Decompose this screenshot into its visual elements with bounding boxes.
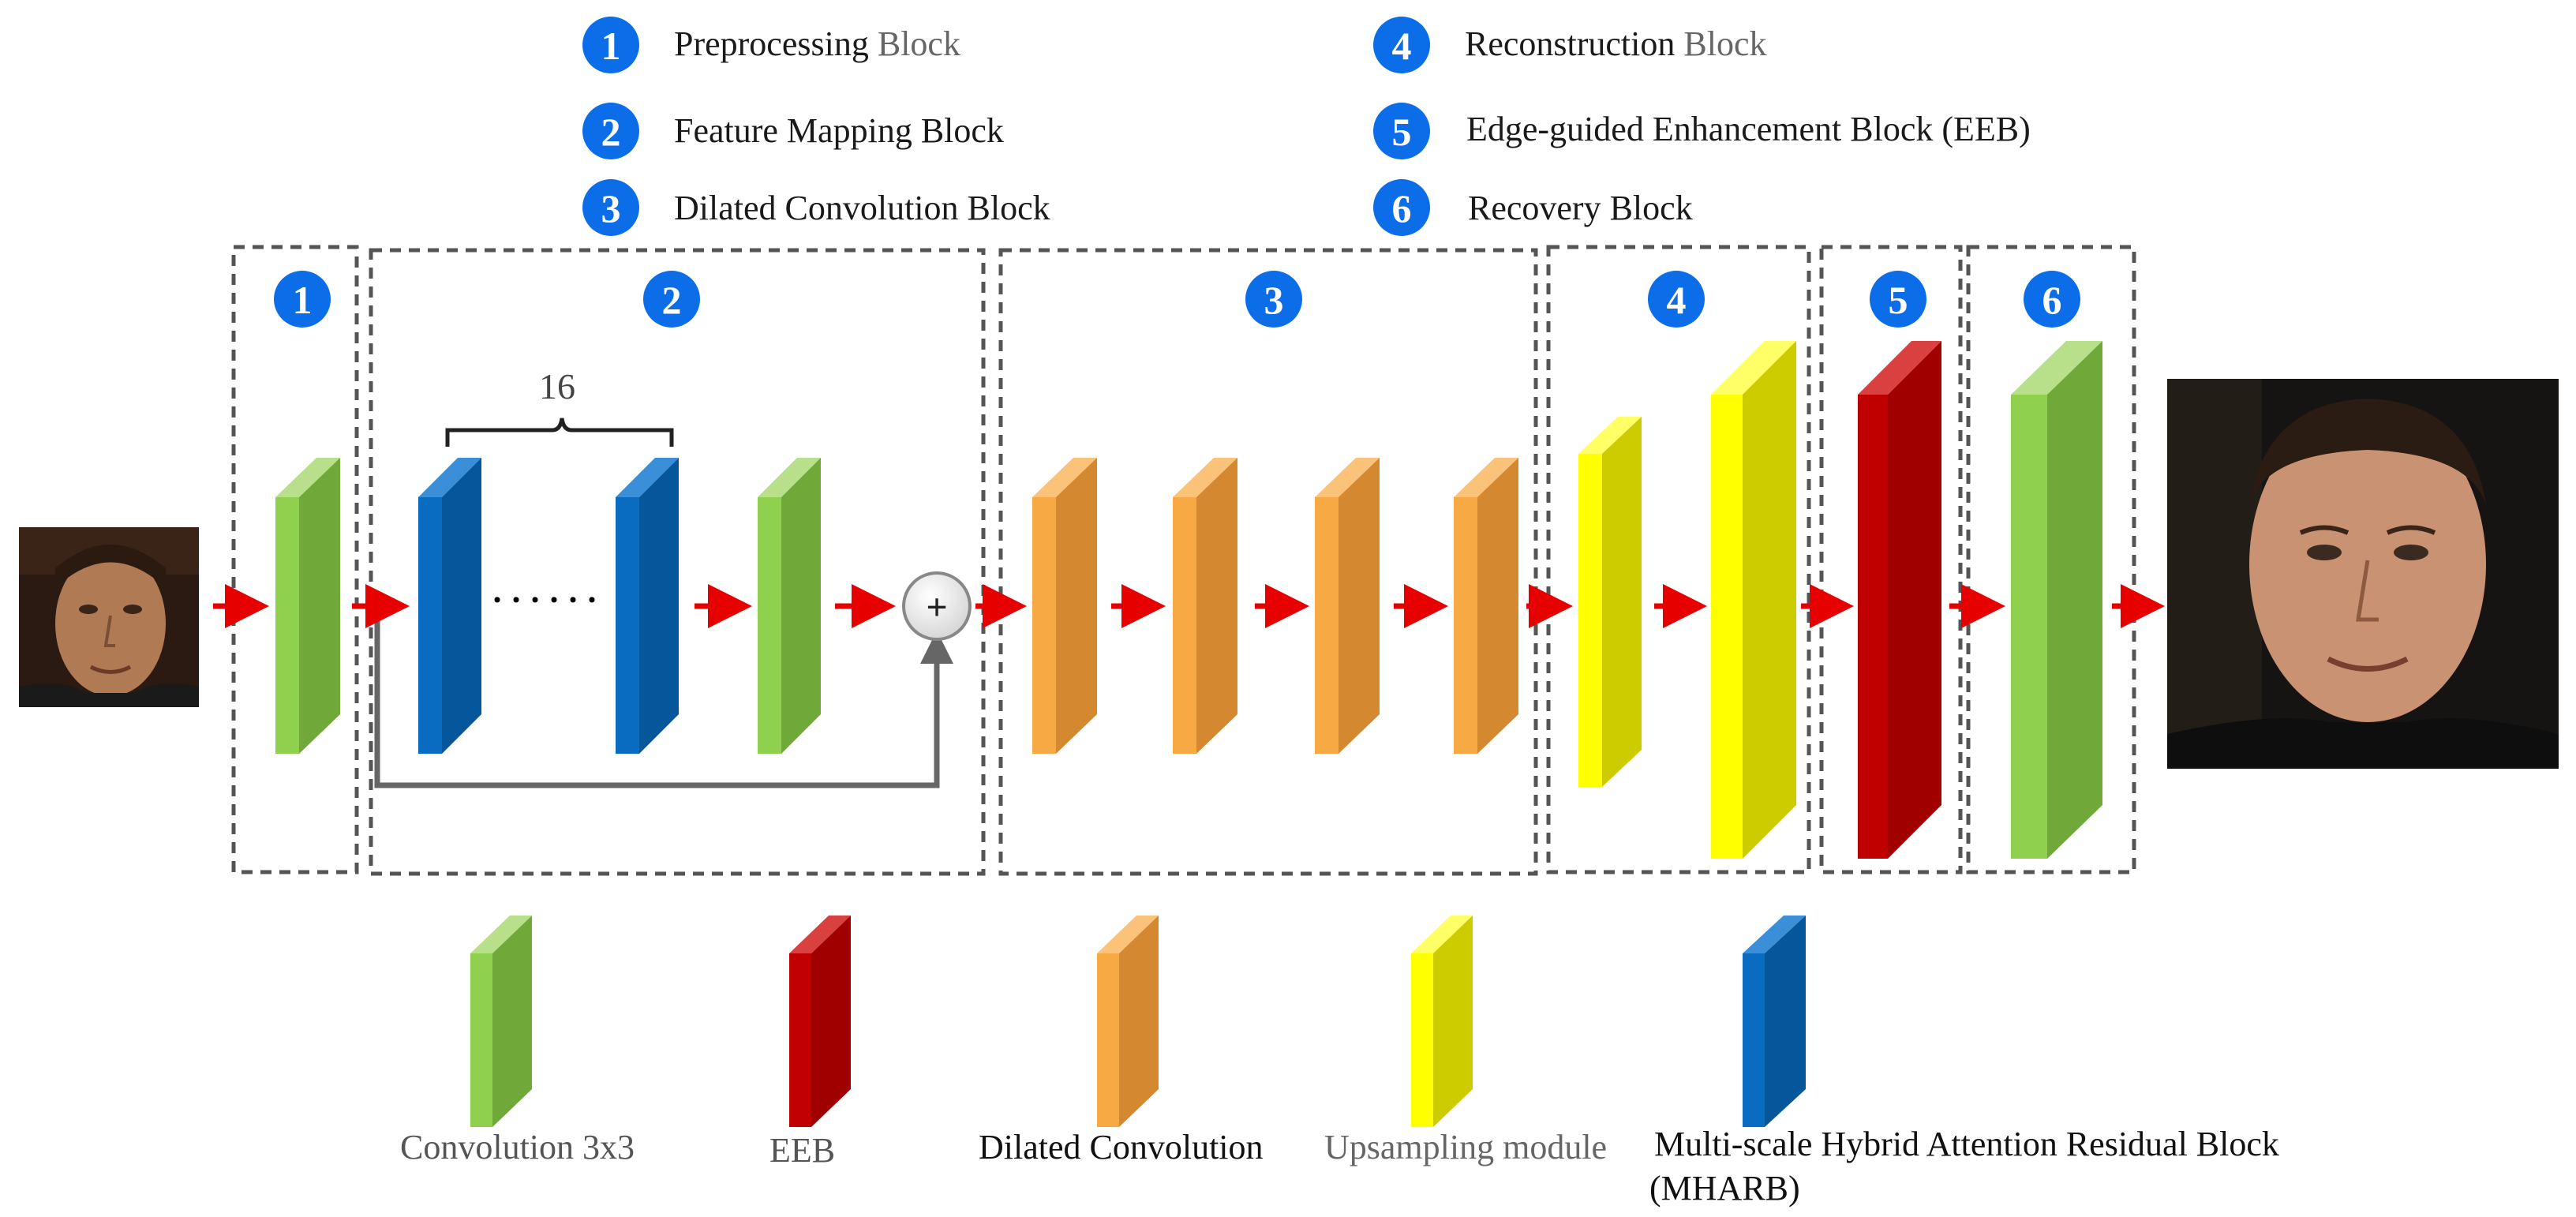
stage-box-3	[998, 248, 1538, 876]
skip-connection	[374, 606, 953, 788]
legend-item-feature-mapping: 2 Feature Mapping Block	[582, 103, 1004, 159]
sum-node: +	[902, 571, 972, 641]
legend-mharb-label: Multi-scale Hybrid Attention Residual Bl…	[1654, 1125, 2279, 1163]
legend-label: Reconstruction Block	[1465, 24, 1767, 63]
legend-conv3x3-label: Convolution 3x3	[400, 1128, 635, 1166]
conv3x3-block	[2011, 341, 2102, 859]
legend-item-recovery: 6 Recovery Block	[1373, 179, 1693, 236]
conv3x3-block	[275, 458, 340, 754]
stage-box-2	[369, 248, 986, 876]
stage-number: 6	[2042, 278, 2062, 322]
stage-badge-icon	[1245, 271, 1302, 328]
input-face-image	[19, 527, 199, 707]
number-badge-icon	[582, 17, 639, 73]
stage-box-4	[1546, 245, 1811, 874]
stage-badge-icon	[1648, 271, 1705, 328]
legend-mharb-label-2: (MHARB)	[1649, 1169, 1800, 1208]
stage-box-5	[1819, 245, 1963, 874]
stage-badge-icon	[1870, 271, 1926, 328]
sum-symbol: +	[926, 586, 947, 628]
legend-label: Dilated Convolution Block	[674, 189, 1050, 227]
legend-item-preprocessing: 1 Preprocessing Block	[582, 17, 960, 73]
legend-number: 2	[601, 110, 621, 154]
legend-label: Feature Mapping Block	[674, 111, 1004, 150]
repeat-brace	[445, 418, 674, 447]
stage-number: 2	[662, 278, 682, 322]
dilated-conv-block	[1173, 458, 1237, 754]
stage-badge-icon	[274, 271, 331, 328]
stage-box-6	[1966, 245, 2136, 874]
legend-label: Recovery Block	[1468, 189, 1693, 227]
repeat-count-label: 16	[539, 366, 575, 406]
eeb-block	[1858, 341, 1941, 859]
legend-item-eeb: 5 Edge-guided Enhancement Block (EEB)	[1373, 103, 2031, 159]
legend-label: Preprocessing Block	[674, 24, 960, 63]
output-face-image	[2167, 379, 2559, 769]
dilated-conv-block	[1454, 458, 1518, 754]
legend-item-dilated-conv: 3 Dilated Convolution Block	[582, 179, 1050, 236]
stage-badge-icon	[643, 271, 700, 328]
legend-label: Edge-guided Enhancement Block (EEB)	[1466, 110, 2031, 148]
legend-eeb: EEB	[769, 916, 851, 1170]
upsampling-block	[1578, 417, 1642, 787]
stage-number: 5	[1889, 278, 1908, 322]
number-badge-icon	[1373, 17, 1430, 73]
legend-number: 1	[601, 24, 621, 68]
stage-badge-icon	[2024, 271, 2080, 328]
legend-dilated-conv-label: Dilated Convolution	[979, 1128, 1264, 1166]
legend-number: 5	[1392, 110, 1412, 154]
number-badge-icon	[582, 103, 639, 159]
stage-boxes	[231, 245, 2136, 876]
legend-dilated-conv: Dilated Convolution	[979, 916, 1264, 1166]
number-badge-icon	[582, 179, 639, 236]
legend-number: 3	[601, 186, 621, 230]
stage-number: 1	[293, 278, 313, 322]
legend-item-reconstruction: 4 Reconstruction Block	[1373, 17, 1767, 73]
conv3x3-block	[758, 458, 821, 754]
stage-badges: 1 2 3 4 5 6	[274, 271, 2080, 328]
ellipsis-dots: ······	[489, 574, 603, 626]
legend-number: 4	[1392, 24, 1412, 68]
legend-number: 6	[1392, 186, 1412, 230]
stage-number: 3	[1264, 278, 1284, 322]
dilated-conv-block	[1032, 458, 1097, 754]
legend-eeb-label: EEB	[769, 1131, 835, 1170]
mharb-block	[616, 458, 679, 754]
legend-conv3x3: Convolution 3x3	[400, 916, 635, 1166]
mharb-block	[418, 458, 481, 754]
legend-mharb: Multi-scale Hybrid Attention Residual Bl…	[1649, 916, 2279, 1208]
stage-box-1	[231, 245, 359, 874]
number-badge-icon	[1373, 103, 1430, 159]
bottom-legend: Convolution 3x3 EEB Dilated Convolution …	[400, 916, 2279, 1208]
top-legend: 1 Preprocessing Block 2 Feature Mapping …	[582, 17, 2031, 236]
legend-upsampling: Upsampling module	[1324, 916, 1607, 1166]
number-badge-icon	[1373, 179, 1430, 236]
dilated-conv-block	[1315, 458, 1380, 754]
stage-number: 4	[1667, 278, 1687, 322]
upsampling-block	[1711, 341, 1796, 859]
legend-upsampling-label: Upsampling module	[1324, 1128, 1607, 1166]
